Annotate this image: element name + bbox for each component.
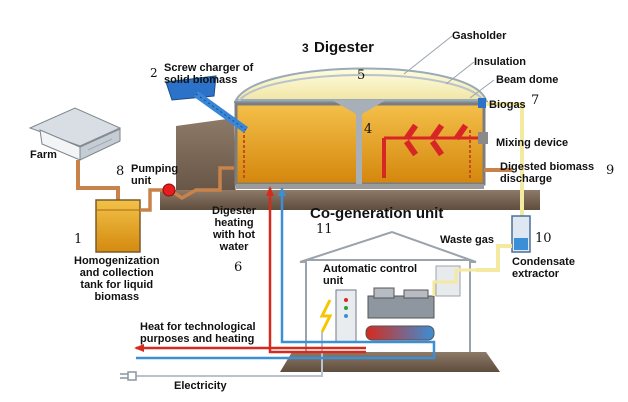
ground-base [280, 352, 500, 372]
condensate-extractor-icon [511, 215, 531, 253]
electricity-plug-icon [120, 371, 137, 381]
pumping-unit-label: Pumping unit [131, 163, 179, 187]
electricity-label: Electricity [174, 380, 227, 392]
control-unit-icon [335, 289, 357, 343]
automatic-control-label: Automatic control unit [323, 263, 418, 287]
screw-charger-label: Screw charger of solid biomass [164, 62, 254, 86]
waste-gas-label: Waste gas [440, 234, 495, 246]
homogenization-tank [95, 199, 141, 253]
insulation-label: Insulation [474, 56, 526, 68]
gas-feed-line [432, 268, 476, 296]
number-5: 5 [357, 68, 366, 83]
number-4: 4 [364, 122, 373, 137]
number-7: 7 [531, 93, 540, 108]
waste-gas-line [476, 244, 512, 272]
heat-exchanger-icon [365, 325, 435, 341]
digester-heating-label: Digester heating with hot water [212, 205, 257, 253]
cold-water-pipes [136, 188, 436, 360]
heat-tech-label: Heat for technological purposes and heat… [140, 321, 256, 345]
biogas-line [478, 98, 524, 218]
digester-tank [234, 100, 486, 189]
electricity-bolt-icon [319, 299, 333, 333]
gasholder-dome [234, 67, 488, 101]
number-6: 6 [234, 260, 243, 275]
number-11: 11 [316, 222, 333, 237]
farm-to-tank-pipe [76, 160, 120, 206]
beam-dome-label: Beam dome [496, 74, 559, 86]
mixing-device-label: Mixing device [496, 137, 569, 149]
electricity-line [136, 332, 323, 377]
condensate-extractor-label: Condensate extractor [512, 256, 575, 280]
number-10: 10 [535, 231, 552, 246]
homogenization-label: Homogenization and collection tank for l… [74, 255, 160, 303]
farm-label: Farm [30, 149, 57, 161]
digester-number: 3 [302, 41, 309, 55]
leader-lines [403, 35, 495, 99]
mixing-device-icon [382, 123, 488, 178]
generator-icon [367, 287, 435, 319]
cogeneration-label: Co-generation unit [310, 205, 444, 222]
beam-dome [237, 74, 485, 103]
digester-label: Digester [314, 39, 375, 56]
number-2: 2 [150, 66, 158, 80]
number-8: 8 [116, 164, 125, 179]
gasholder-label: Gasholder [452, 30, 507, 42]
digested-discharge-label: Digested biomass discharge [500, 161, 595, 185]
number-9: 9 [606, 163, 615, 178]
number-1: 1 [74, 232, 83, 247]
biomass-feed-pipe [140, 166, 234, 212]
farm-building-icon [28, 107, 122, 161]
screw-charger-icon [165, 75, 249, 133]
hot-water-pipes [134, 186, 366, 354]
biogas-label: Biogas [489, 99, 526, 111]
pumping-unit-icon [162, 183, 176, 197]
